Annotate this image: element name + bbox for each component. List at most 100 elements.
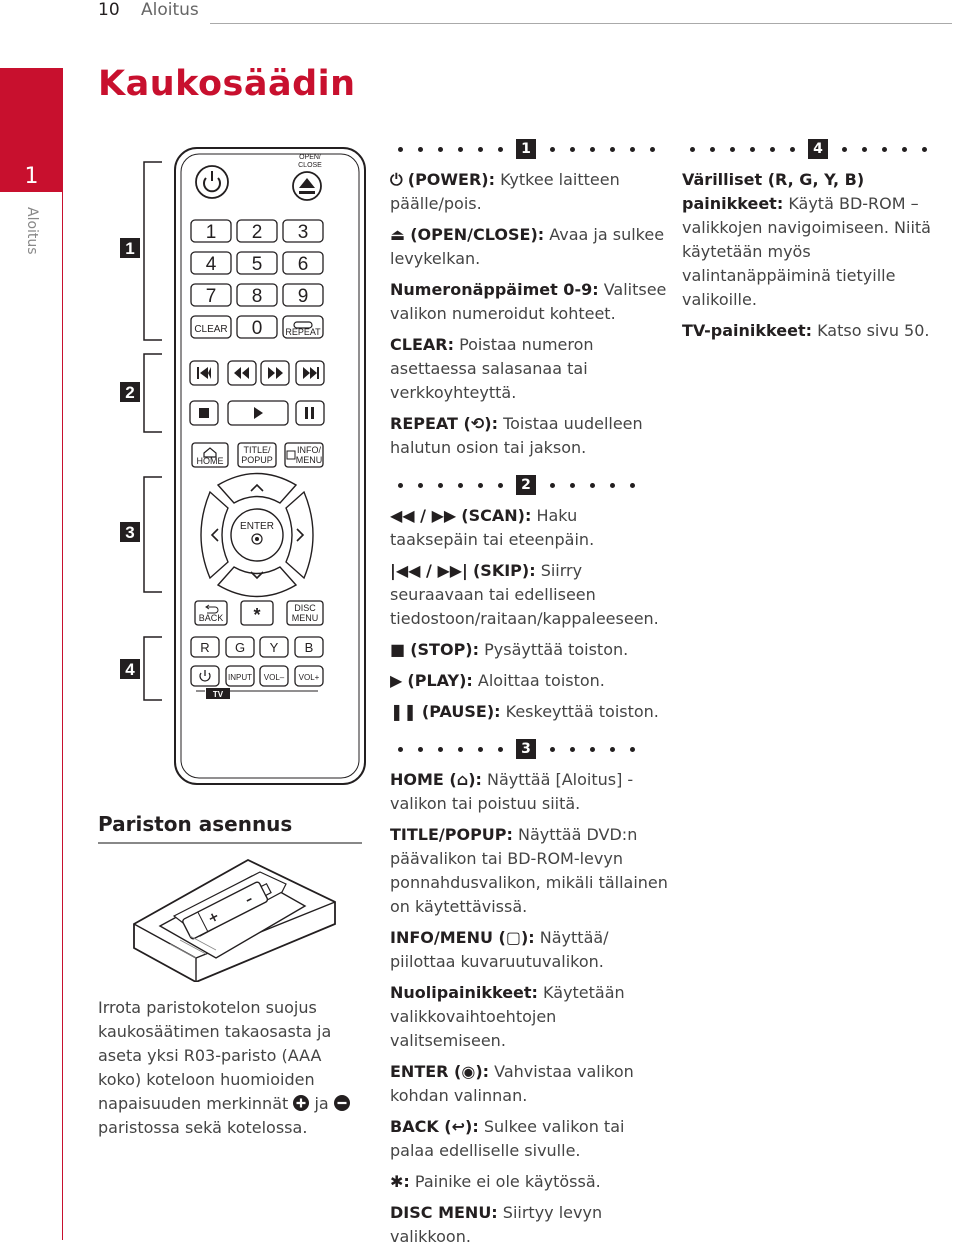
tv-vol-minus-button[interactable] xyxy=(259,665,289,687)
tv-buttons-description: TV-painikkeet: Katso sivu 50. xyxy=(682,321,930,340)
svg-text:TV: TV xyxy=(213,690,224,699)
svg-text:VOL–: VOL– xyxy=(264,673,285,682)
digit-2-button[interactable] xyxy=(236,219,278,243)
svg-text:G: G xyxy=(235,640,245,655)
back-description: BACK (↩): Sulkee valikon tai palaa edell… xyxy=(390,1117,625,1160)
blue-button[interactable] xyxy=(294,636,324,658)
home-button[interactable] xyxy=(191,442,229,468)
star-button[interactable] xyxy=(240,600,274,626)
group-2-marker: 2 xyxy=(125,383,134,402)
tv-vol-plus-button[interactable] xyxy=(294,665,324,687)
skip-prev-icon xyxy=(197,367,211,379)
digit-4-button[interactable] xyxy=(190,251,232,275)
digit-6-button[interactable] xyxy=(282,251,324,275)
stop-icon xyxy=(199,408,209,418)
info-icon: ▢ xyxy=(505,928,521,947)
arrows-description: Nuolipainikkeet: Käytetään valikkovaihto… xyxy=(390,983,625,1050)
back-icon xyxy=(205,604,219,614)
repeat-icon: ⟲ xyxy=(470,414,485,433)
up-arrow-button[interactable] xyxy=(216,472,298,504)
svg-text:3: 3 xyxy=(298,222,309,243)
home-icon xyxy=(203,447,217,458)
battery-illustration: + – xyxy=(133,858,336,982)
svg-text:POPUP: POPUP xyxy=(241,455,273,465)
svg-text:1: 1 xyxy=(206,222,217,243)
tv-power-icon xyxy=(199,672,211,682)
left-arrow-button[interactable] xyxy=(200,490,229,580)
disc-menu-button[interactable] xyxy=(286,600,324,626)
plus-polarity-icon xyxy=(293,1095,310,1111)
play-description: ▶ (PLAY): Aloittaa toiston. xyxy=(390,669,670,693)
digit-7-button[interactable] xyxy=(190,283,232,307)
button-description-column-1: 1 ⏻ (POWER): Kytkee laitteen päälle/pois… xyxy=(390,138,670,1256)
section-1-divider: 1 xyxy=(390,138,670,160)
group-3-marker: 3 xyxy=(125,523,134,542)
info-menu-button[interactable] xyxy=(284,442,324,468)
down-arrow-icon xyxy=(250,571,264,580)
battery-cell: + – xyxy=(182,881,272,940)
repeat-button[interactable] xyxy=(282,315,324,339)
svg-text:CLEAR: CLEAR xyxy=(194,324,227,335)
scan-forward-icon xyxy=(268,367,283,379)
tv-input-button[interactable] xyxy=(225,665,255,687)
digit-3-button[interactable] xyxy=(282,219,324,243)
section-2-marker: 2 xyxy=(516,475,536,495)
section-name: Aloitus xyxy=(141,0,199,20)
svg-text:BACK: BACK xyxy=(199,613,224,623)
svg-text:VOL+: VOL+ xyxy=(299,673,320,682)
star-description: ✱: Painike ei ole käytössä. xyxy=(390,1170,670,1194)
digit-8-button[interactable] xyxy=(236,283,278,307)
digit-5-button[interactable] xyxy=(236,251,278,275)
tv-label-badge xyxy=(206,688,230,699)
power-icon xyxy=(203,177,221,193)
stop-icon: ■ xyxy=(390,640,406,659)
disc-menu-description: DISC MENU: Siirtyy levyn valikkoon. xyxy=(390,1203,603,1246)
yellow-button[interactable] xyxy=(259,636,289,658)
svg-text:ENTER: ENTER xyxy=(240,521,274,532)
svg-text:4: 4 xyxy=(206,254,217,275)
title-popup-description: TITLE/POPUP: Näyttää DVD:n päävalikon ta… xyxy=(390,825,668,916)
enter-button[interactable] xyxy=(230,508,284,562)
svg-text:R: R xyxy=(200,640,209,655)
right-arrow-button[interactable] xyxy=(285,490,314,580)
digit-1-button[interactable] xyxy=(190,219,232,243)
section-3-divider: 3 xyxy=(390,738,670,760)
svg-text:CLOSE: CLOSE xyxy=(298,162,322,169)
enter-icon xyxy=(251,533,263,545)
digit-9-button[interactable] xyxy=(282,283,324,307)
down-arrow-button[interactable] xyxy=(216,566,298,598)
battery-instructions: Irrota paristokotelon suojus kaukosäätim… xyxy=(98,996,368,1140)
svg-text:HOME: HOME xyxy=(197,456,224,466)
group-brackets xyxy=(143,161,162,701)
power-icon: ⏻ xyxy=(390,170,403,189)
eject-icon xyxy=(299,178,315,194)
svg-text:2: 2 xyxy=(252,222,263,243)
open-close-description: ⏏ (OPEN/CLOSE): Avaa ja sulkee levykelka… xyxy=(390,225,665,268)
red-button[interactable] xyxy=(190,636,220,658)
battery-heading-rule xyxy=(98,842,362,844)
enter-description: ENTER (◉): Vahvistaa valikon kohdan vali… xyxy=(390,1062,634,1105)
pause-button[interactable] xyxy=(295,400,325,426)
power-button[interactable] xyxy=(195,165,229,199)
svg-text:6: 6 xyxy=(298,254,309,275)
section-3-marker: 3 xyxy=(516,739,536,759)
svg-text:MENU: MENU xyxy=(296,455,323,465)
title-popup-button[interactable] xyxy=(237,442,277,468)
chapter-tab: 1 xyxy=(0,68,63,192)
section-4-divider: 4 xyxy=(682,138,948,160)
green-button[interactable] xyxy=(225,636,255,658)
page-title: Kaukosäädin xyxy=(98,64,356,104)
svg-text:TITLE/: TITLE/ xyxy=(243,445,271,455)
up-arrow-icon xyxy=(250,483,264,492)
svg-text:INFO/: INFO/ xyxy=(297,445,321,455)
home-description: HOME (⌂): Näyttää [Aloitus] -valikon tai… xyxy=(390,770,634,813)
clear-button[interactable] xyxy=(190,315,232,339)
pause-description: ❚❚ (PAUSE): Keskeyttää toiston. xyxy=(390,700,670,724)
star-icon: * xyxy=(253,605,260,625)
chapter-number: 1 xyxy=(24,164,39,189)
digit-0-button[interactable] xyxy=(236,315,278,339)
back-icon: ↩ xyxy=(451,1117,466,1136)
svg-text:B: B xyxy=(305,640,314,655)
eject-icon: ⏏ xyxy=(390,225,406,244)
skip-icon: |◀◀ / ▶▶| xyxy=(390,561,468,580)
